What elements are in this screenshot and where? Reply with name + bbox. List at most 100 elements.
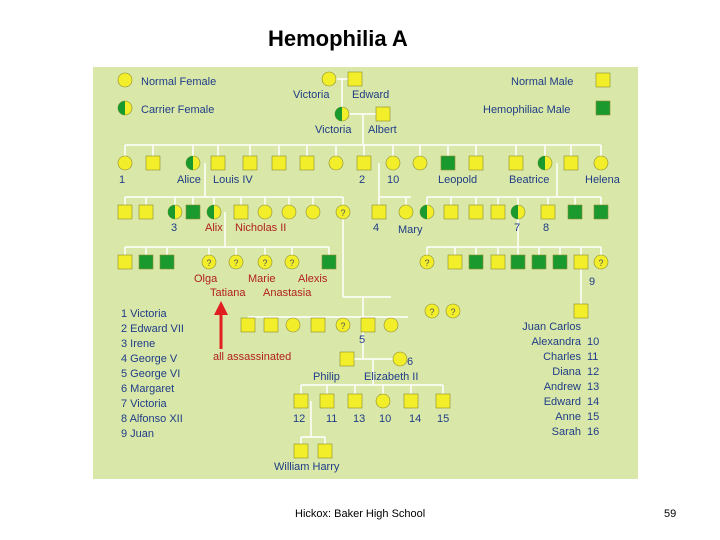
gen3-female-symbol: ? — [593, 254, 609, 270]
gen3-male-symbol — [531, 254, 547, 270]
gen2-male-symbol — [540, 204, 556, 220]
legend-normal-male: Normal Male — [511, 76, 573, 88]
key-right-num: 13 — [587, 381, 599, 393]
gen2-female-symbol — [257, 204, 273, 220]
gen3-male-symbol — [447, 254, 463, 270]
gen2-female-symbol — [206, 204, 222, 220]
name-victoria-queen: Victoria — [315, 124, 352, 136]
gen3-male-symbol — [490, 254, 506, 270]
name-louis: Louis IV — [213, 174, 253, 186]
key-left-item: 3 Irene — [121, 338, 155, 350]
gen2-female-symbol — [398, 204, 414, 220]
svg-text:?: ? — [340, 208, 345, 218]
label-c13: 13 — [353, 413, 365, 425]
key-right-name: Charles — [543, 351, 581, 363]
gen4-male-symbol — [310, 317, 326, 333]
gen3-male-symbol — [138, 254, 154, 270]
svg-text:?: ? — [262, 258, 267, 268]
name-victoria: Victoria — [293, 89, 330, 101]
legend-carrier-female: Carrier Female — [141, 104, 214, 116]
label-c15: 15 — [437, 413, 449, 425]
gen3-male-symbol — [510, 254, 526, 270]
key-right-name: Diana — [552, 366, 582, 378]
key-right-name: Anne — [555, 411, 581, 423]
gen3-female-symbol: ? — [201, 254, 217, 270]
unknown-female-symbol: ? — [445, 303, 461, 319]
gen2-male-symbol — [593, 204, 609, 220]
gen2-male-symbol — [468, 204, 484, 220]
svg-text:?: ? — [429, 307, 434, 317]
gen1-female-symbol — [185, 155, 201, 171]
key-right-num: 14 — [587, 396, 599, 408]
label-5: 5 — [359, 334, 365, 346]
svg-text:?: ? — [424, 258, 429, 268]
gen2-male-symbol — [443, 204, 459, 220]
gen1-male-symbol — [508, 155, 524, 171]
name-tatiana: Tatiana — [210, 287, 246, 299]
label-2: 2 — [359, 174, 365, 186]
slide-title: Hemophilia A — [268, 26, 408, 51]
name-alice: Alice — [177, 174, 201, 186]
gen2-female-symbol: ? — [335, 204, 351, 220]
gen5-male-symbol — [347, 393, 363, 409]
name-beatrice: Beatrice — [509, 174, 549, 186]
gen2-male-symbol — [138, 204, 154, 220]
albert-symbol — [375, 106, 391, 122]
gen3-female-symbol: ? — [419, 254, 435, 270]
gen1-male-symbol — [271, 155, 287, 171]
key-right-name: Sarah — [552, 426, 581, 438]
gen5-male-symbol — [435, 393, 451, 409]
gen4-male-symbol — [263, 317, 279, 333]
gen2-female-symbol — [510, 204, 526, 220]
gen1-male-symbol — [563, 155, 579, 171]
gen1-female-symbol — [385, 155, 401, 171]
name-alix: Alix — [205, 222, 223, 234]
legend-hemophiliac-male-symbol — [595, 100, 611, 116]
gen1-male-symbol — [299, 155, 315, 171]
name-nicholas: Nicholas II — [235, 222, 286, 234]
gen4-female-symbol — [285, 317, 301, 333]
edward-father-symbol — [347, 71, 363, 87]
harry-symbol — [317, 443, 333, 459]
label-7: 7 — [514, 222, 520, 234]
svg-text:?: ? — [450, 307, 455, 317]
name-olga: Olga — [194, 273, 218, 285]
philip-symbol — [339, 351, 355, 367]
key-right-name: Juan Carlos — [522, 321, 581, 333]
gen1-female-symbol — [537, 155, 553, 171]
footer-text: Hickox: Baker High School — [295, 508, 426, 520]
key-left-item: 2 Edward VII — [121, 323, 184, 335]
name-anastasia: Anastasia — [263, 287, 312, 299]
key-left-item: 6 Margaret — [121, 383, 174, 395]
gen5-male-symbol — [403, 393, 419, 409]
label-10: 10 — [387, 174, 399, 186]
gen1-female-symbol — [117, 155, 133, 171]
label-3: 3 — [171, 222, 177, 234]
gen2-female-symbol — [167, 204, 183, 220]
name-alexis: Alexis — [298, 273, 328, 285]
key-right-num: 11 — [587, 351, 598, 363]
gen2-male-symbol — [371, 204, 387, 220]
name-mary: Mary — [398, 224, 423, 236]
key-right-num: 16 — [587, 426, 599, 438]
label-c12: 12 — [293, 413, 305, 425]
gen4-female-symbol — [383, 317, 399, 333]
victoria-mother-symbol — [321, 71, 337, 87]
pedigree-lines — [124, 78, 602, 444]
svg-text:?: ? — [340, 321, 345, 331]
gen1-male-symbol — [242, 155, 258, 171]
gen1-female-symbol — [412, 155, 428, 171]
name-philip: Philip — [313, 371, 340, 383]
legend-normal-female: Normal Female — [141, 76, 216, 88]
name-albert: Albert — [368, 124, 397, 136]
name-elizabeth: Elizabeth II — [364, 371, 418, 383]
legend-normal-male-symbol — [595, 72, 611, 88]
name-edward: Edward — [352, 89, 389, 101]
legend-normal-female-symbol — [117, 72, 133, 88]
svg-text:?: ? — [598, 258, 603, 268]
key-right-name: Andrew — [544, 381, 581, 393]
gen1-male-symbol — [145, 155, 161, 171]
label-9: 9 — [589, 276, 595, 288]
gen2-female-symbol — [281, 204, 297, 220]
